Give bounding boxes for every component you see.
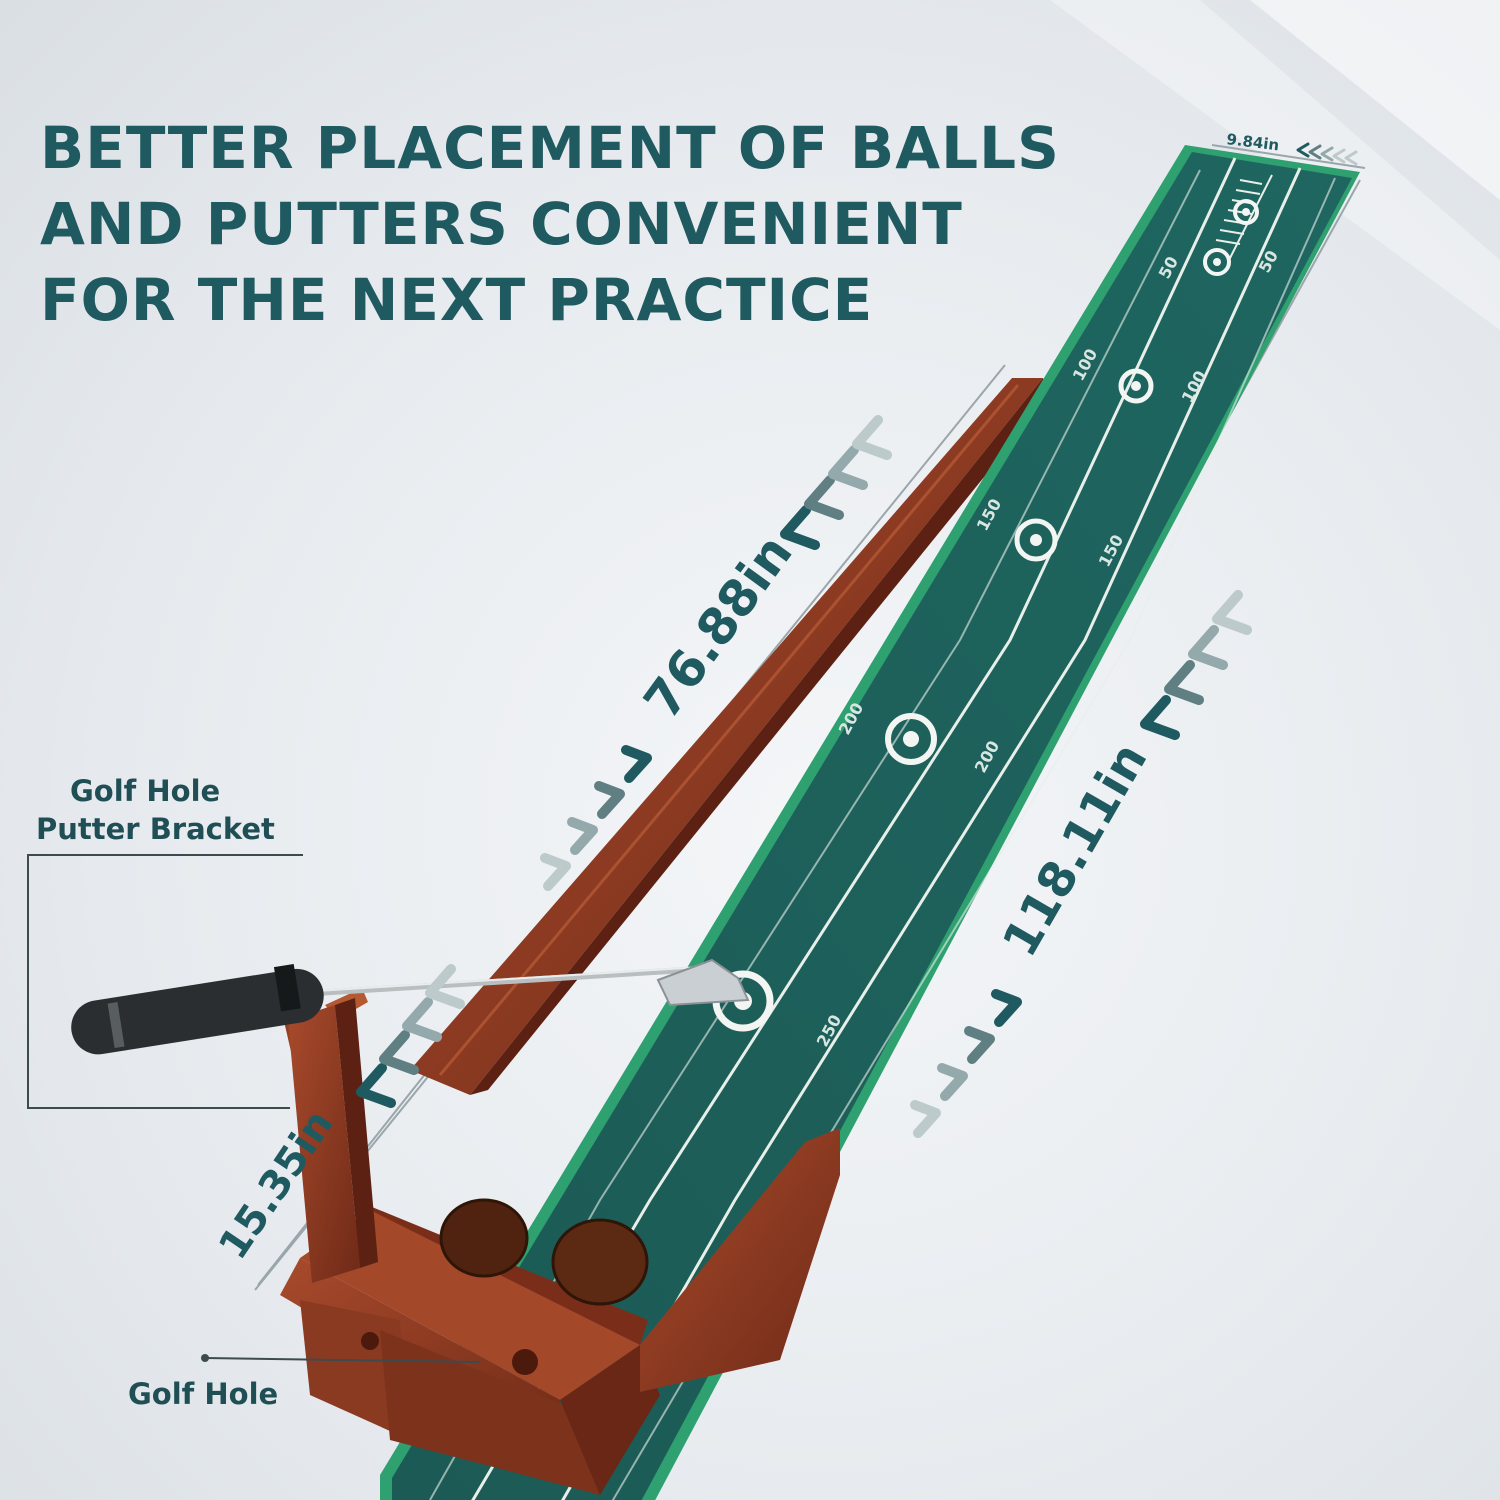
wooden-end-panel [640, 1128, 840, 1392]
golf-hole-callout-dot [201, 1354, 209, 1362]
putter-club [71, 958, 750, 1055]
putter-head [656, 958, 750, 1007]
target-circle-2 [1203, 248, 1231, 276]
chevrons-bottom-left-rail [540, 745, 652, 891]
chevrons-top-right [1140, 590, 1252, 740]
headline-line-3: FOR THE NEXT PRACTICE [40, 266, 874, 334]
bracket-label-line-1: Golf Hole [70, 774, 221, 808]
target-circle-3 [1118, 368, 1154, 404]
base-ball-slot-1 [361, 1332, 379, 1350]
bracket-label-line-2: Putter Bracket [36, 812, 275, 846]
width-dimension: 9.84in [1226, 130, 1281, 154]
target-circle-1 [1233, 199, 1259, 225]
width-guide-line [1211, 144, 1366, 169]
bracket-callout-label: Golf Hole Putter Bracket [36, 772, 275, 848]
chevrons-top-left-rail [780, 415, 892, 550]
golf-hole-callout-label: Golf Hole [128, 1377, 279, 1411]
chevrons-width [1296, 142, 1358, 166]
target-circle-4 [1014, 518, 1058, 562]
headline-line-1: BETTER PLACEMENT OF BALLS [40, 114, 1060, 182]
chevrons-base [356, 964, 465, 1108]
target-circle-5 [885, 713, 937, 765]
bracket-callout-line [27, 854, 303, 1109]
cup-hole-right [551, 1218, 649, 1306]
headline: BETTER PLACEMENT OF BALLS AND PUTTERS CO… [40, 110, 1080, 338]
headline-line-2: AND PUTTERS CONVENIENT [40, 190, 963, 258]
golf-hole-callout-line [204, 1357, 481, 1363]
wooden-side-rail [410, 378, 1048, 1095]
chevrons-bottom-right [910, 989, 1022, 1138]
base-ball-slot-2 [512, 1349, 538, 1375]
wooden-base [280, 1207, 660, 1495]
cup-hole-left [439, 1198, 529, 1278]
